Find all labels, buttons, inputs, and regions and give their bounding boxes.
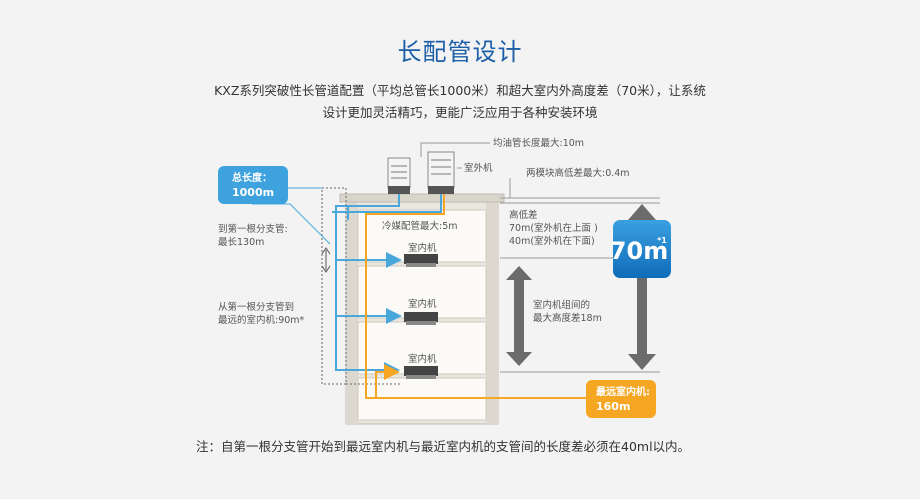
indoor-unit-1 — [404, 254, 438, 267]
blue-pipes — [332, 194, 442, 378]
refrigerant-pipe-label: 冷媒配管最大:5m — [382, 220, 458, 232]
description-line-1: KXZ系列突破性长管道配置（平均总管长1000米）和超大室内外高度差（70米），… — [214, 83, 706, 98]
indoor-unit-2 — [404, 312, 438, 325]
indoor-height-line-1: 室内机组间的 — [533, 299, 590, 311]
total-length-value: 1000m — [232, 186, 274, 199]
building — [339, 193, 505, 425]
height-diff-down: 40m(室外机在下面) — [509, 235, 595, 247]
module-height-label: 两模块高低差最大:0.4m — [526, 167, 630, 179]
page-title: 长配管设计 — [397, 38, 523, 66]
farthest-indoor-box: 最远室内机: 160m — [586, 380, 656, 418]
indoor-height-arrow — [506, 266, 532, 366]
farthest-line-1: 从第一根分支管到 — [218, 301, 294, 313]
height-badge: 70m *1 — [610, 220, 671, 278]
indoor-unit-label-1: 室内机 — [408, 242, 437, 254]
farthest-box-title: 最远室内机: — [596, 385, 650, 398]
oil-pipe-label: 均油管长度最大:10m — [493, 137, 584, 149]
indoor-height-line-2: 最大高度差18m — [533, 312, 602, 324]
height-diff-title: 高低差 — [509, 209, 538, 221]
height-diff-up: 70m(室外机在上面 ) — [509, 222, 598, 234]
footnote: 注：自第一根分支管开始到最远室内机与最近室内机的支管间的长度差必须在40ml以内… — [196, 439, 691, 454]
dotted-boundary — [321, 187, 347, 385]
description-line-2: 设计更加灵活精巧，更能广泛应用于各种安装环境 — [322, 105, 598, 120]
indoor-unit-3 — [404, 366, 438, 379]
farthest-line-2: 最远的室内机:90m* — [218, 314, 305, 326]
indoor-unit-label-3: 室内机 — [408, 353, 437, 365]
farthest-box-value: 160m — [596, 400, 630, 413]
total-length-box: 总长度： 1000m — [218, 166, 288, 204]
outdoor-unit-label: 室外机 — [464, 162, 493, 174]
orange-pipes — [365, 194, 600, 399]
height-badge-value: 70m — [610, 237, 668, 265]
total-height-arrow — [628, 204, 656, 370]
total-length-title: 总长度： — [232, 171, 272, 184]
first-branch-line-1: 到第一根分支管: — [218, 223, 288, 235]
outdoor-unit-2 — [427, 151, 455, 194]
outdoor-unit-1 — [387, 157, 411, 194]
indoor-unit-label-2: 室内机 — [408, 298, 437, 310]
height-badge-sup: *1 — [657, 236, 667, 245]
branch-length-arrow — [321, 247, 331, 273]
first-branch-line-2: 最长130m — [218, 236, 264, 248]
